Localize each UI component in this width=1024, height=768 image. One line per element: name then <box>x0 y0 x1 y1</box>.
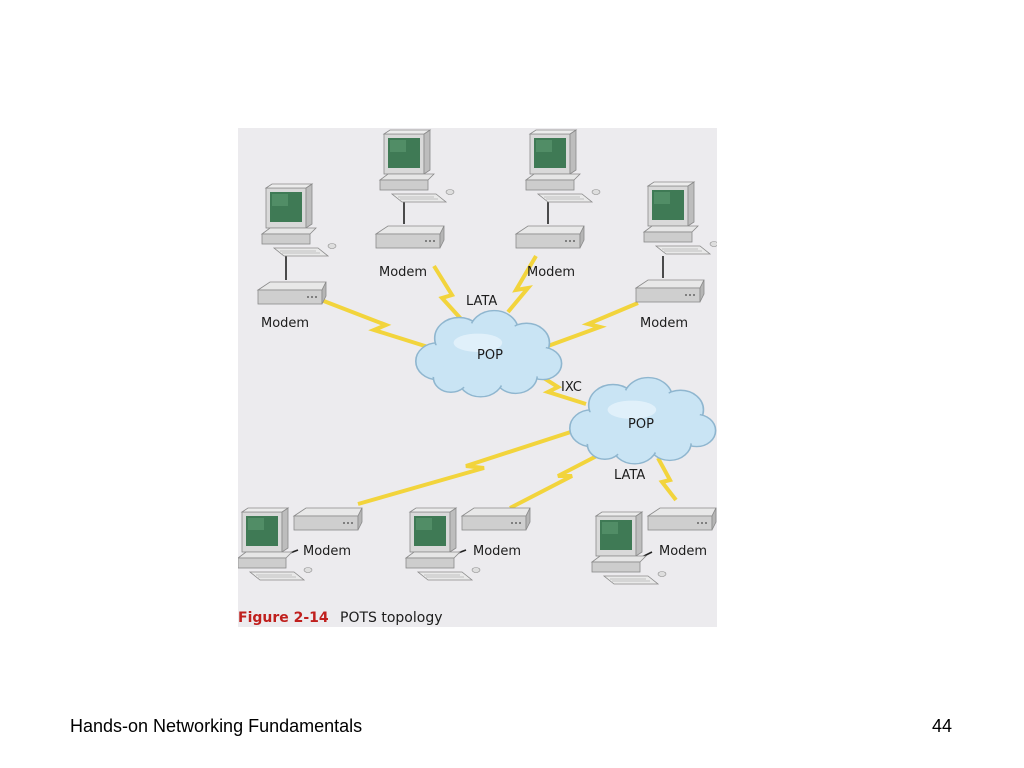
pop-label-lower: POP <box>628 417 654 432</box>
modem-icon <box>257 281 327 305</box>
page-number: 44 <box>932 716 953 736</box>
figure-number: Figure 2-14 <box>238 610 329 626</box>
footer-title: Hands-on Networking Fundamentals <box>70 716 363 736</box>
computer-icon <box>379 129 455 203</box>
link-pop-bottom2-modem <box>509 444 617 510</box>
modem-label: Modem <box>303 544 351 559</box>
link-left-modem-pop <box>315 296 445 354</box>
modem-label: Modem <box>379 265 427 280</box>
pots-topology-figure: Modem Modem Modem Modem Modem Modem Mode… <box>238 128 717 627</box>
link-top2-modem-pop <box>506 254 538 314</box>
lata-label-upper: LATA <box>466 294 497 309</box>
modem-icon <box>515 225 585 249</box>
lata-label-lower: LATA <box>614 468 645 483</box>
modem-icon <box>635 279 705 303</box>
link-right-modem-pop <box>547 301 639 348</box>
modem-label: Modem <box>473 544 521 559</box>
modem-icon <box>375 225 445 249</box>
modem-icon <box>461 507 531 531</box>
link-top1-modem-pop <box>432 264 464 322</box>
modem-icon <box>293 507 363 531</box>
modem-label: Modem <box>659 544 707 559</box>
ixc-label: IXC <box>561 380 582 395</box>
figure-caption: POTS topology <box>340 610 442 626</box>
modem-label: Modem <box>527 265 575 280</box>
pop-label-upper: POP <box>477 348 503 363</box>
link-pop-bottom3-modem <box>656 457 678 502</box>
computer-icon <box>261 183 337 257</box>
links <box>315 254 678 510</box>
modem-label: Modem <box>261 316 309 331</box>
pots-topology-diagram: Modem Modem Modem Modem Modem Modem Mode… <box>238 129 717 626</box>
link-pop-bottom1-modem <box>357 426 584 506</box>
modem-label: Modem <box>640 316 688 331</box>
computer-icon <box>643 181 717 255</box>
modem-icon <box>647 507 717 531</box>
computer-icon <box>525 129 601 203</box>
